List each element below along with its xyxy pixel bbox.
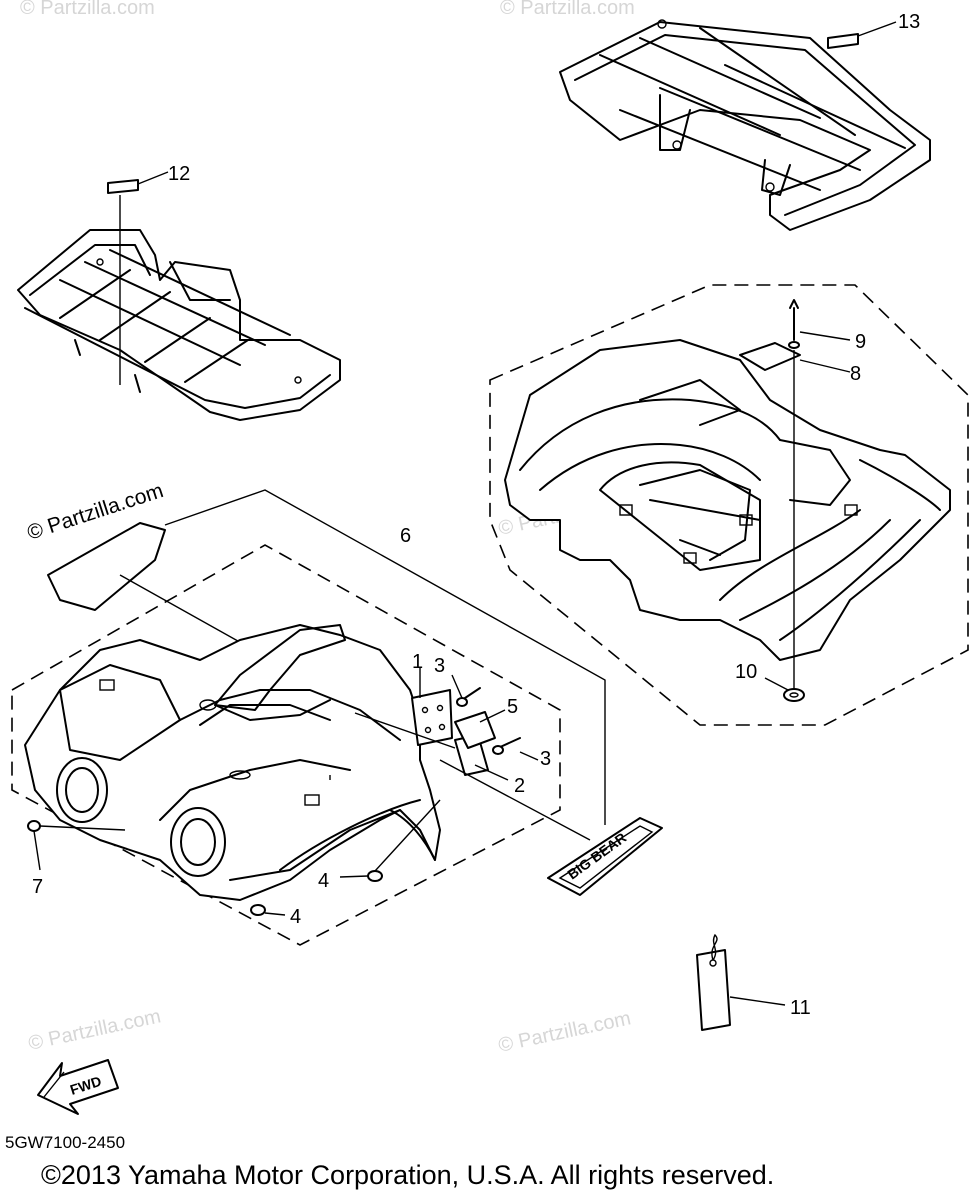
rear-fender [504, 339, 951, 661]
front-carrier [17, 229, 341, 421]
rear-fender-group-outline [489, 284, 969, 726]
plate-1-icon [411, 689, 453, 746]
callout-12: 12 [168, 163, 190, 185]
watermark-top-center: © Partzilla.com [500, 0, 635, 19]
rivet-3b-icon [492, 737, 521, 755]
watermark-bottom-left: © Partzilla.com [26, 1005, 162, 1055]
callout-7: 7 [32, 876, 43, 898]
callout-2: 2 [514, 775, 525, 797]
callout-3a: 3 [434, 655, 445, 677]
label-12-icon [107, 179, 139, 194]
plate-5-icon [454, 711, 496, 749]
tag-11-icon [696, 933, 731, 1031]
grommet-4a-icon [367, 870, 383, 882]
grommet-10-icon [783, 688, 805, 702]
plate-8-icon [739, 342, 801, 371]
forward-arrow-icon: FWD [37, 1059, 119, 1115]
callout-13: 13 [898, 11, 920, 33]
rivet-3a-icon [456, 687, 481, 707]
rear-carrier [559, 19, 931, 231]
bolt-9-icon [788, 299, 800, 349]
front-fender [24, 624, 441, 901]
decal-sheet [47, 522, 166, 611]
callout-10: 10 [735, 661, 757, 683]
callout-1: 1 [412, 651, 423, 673]
callout-4b: 4 [290, 906, 301, 928]
grommet-4b-icon [250, 904, 266, 916]
diagram-code: 5GW7100-2450 [5, 1133, 125, 1152]
callout-8: 8 [850, 363, 861, 385]
big-bear-emblem: BIG BEAR [547, 817, 663, 896]
callout-5: 5 [507, 696, 518, 718]
copyright-notice: ©2013 Yamaha Motor Corporation, U.S.A. A… [41, 1160, 774, 1190]
callout-3b: 3 [540, 748, 551, 770]
callout-6: 6 [400, 525, 411, 547]
front-fender-group-outline [11, 544, 561, 946]
callout-11: 11 [790, 997, 811, 1019]
cap-7-icon [27, 820, 41, 832]
label-13-icon [827, 33, 859, 49]
watermark-bottom-center: © Partzilla.com [496, 1007, 632, 1057]
watermark-top-left: © Partzilla.com [20, 0, 155, 19]
callout-9: 9 [855, 331, 866, 353]
callout-4a: 4 [318, 870, 329, 892]
